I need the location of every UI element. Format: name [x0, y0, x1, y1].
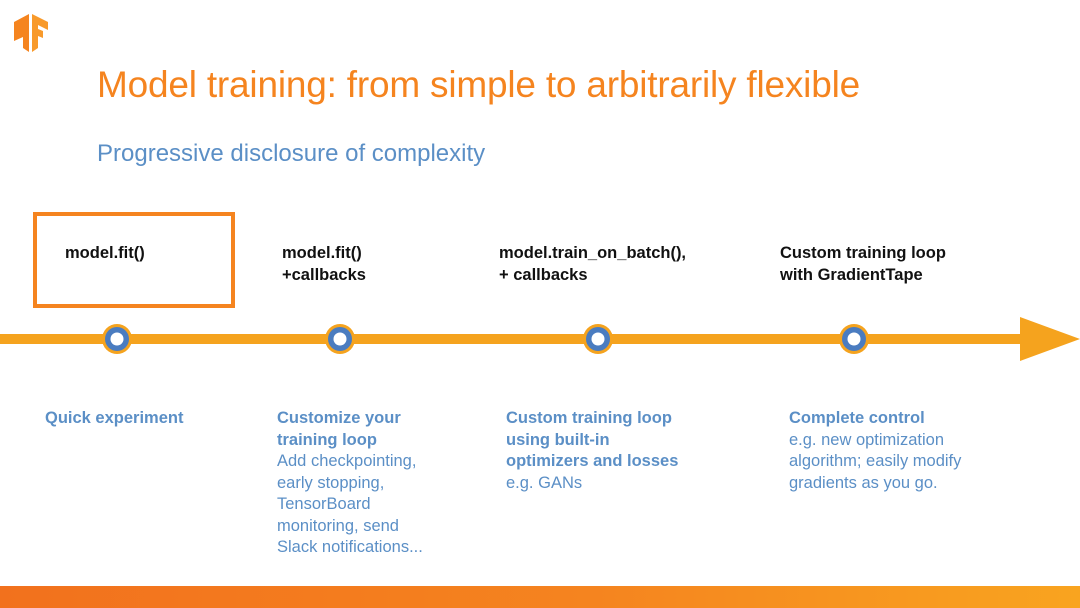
- stage-label-line: model.fit(): [282, 244, 362, 262]
- timeline-node: [325, 324, 355, 354]
- stage-label-line: with GradientTape: [780, 266, 923, 284]
- slide-subtitle: Progressive disclosure of complexity: [97, 140, 486, 167]
- arrow-head-icon: [1020, 317, 1080, 361]
- stage-label-line: model.train_on_batch(),: [499, 244, 687, 262]
- tensorflow-logo: [14, 14, 48, 52]
- stage-label-fit-callbacks: model.fit() +callbacks: [282, 242, 366, 286]
- description-body: early stopping,: [277, 473, 385, 492]
- stage-label-fit: model.fit(): [65, 242, 145, 264]
- description-quick-experiment: Quick experiment: [45, 408, 183, 430]
- timeline-node: [102, 324, 132, 354]
- timeline-node: [839, 324, 869, 354]
- description-body: e.g. new optimization: [789, 430, 945, 449]
- description-custom-loop-builtin: Custom training loop using built-in opti…: [506, 408, 678, 494]
- timeline-node: [583, 324, 613, 354]
- description-body: TensorBoard: [277, 495, 371, 513]
- bottom-accent-bar: [0, 586, 1080, 608]
- description-customize-loop: Customize your training loop Add checkpo…: [277, 408, 423, 559]
- stage-label-line: + callbacks: [499, 266, 588, 284]
- description-heading: training loop: [277, 430, 377, 449]
- stage-label-train-on-batch: model.train_on_batch(), + callbacks: [499, 242, 686, 286]
- highlight-box: [33, 212, 235, 308]
- stage-label-custom-loop: Custom training loop with GradientTape: [780, 242, 946, 286]
- slide-title: Model training: from simple to arbitrari…: [97, 64, 860, 105]
- stage-label-line: model.fit(): [65, 244, 145, 262]
- description-body: Add checkpointing,: [277, 452, 417, 470]
- description-heading: Quick experiment: [45, 409, 184, 427]
- stage-label-line: Custom training loop: [780, 244, 946, 262]
- description-heading: using built-in: [506, 430, 610, 449]
- description-body: monitoring, send: [277, 516, 399, 535]
- description-body: gradients as you go.: [789, 473, 938, 492]
- description-heading: Complete control: [789, 409, 925, 427]
- description-complete-control: Complete control e.g. new optimization a…: [789, 408, 961, 494]
- description-body: e.g. GANs: [506, 473, 583, 492]
- timeline-line: [0, 334, 1025, 344]
- timeline-arrow: [0, 317, 1080, 361]
- description-body: algorithm; easily modify: [789, 452, 962, 470]
- stage-label-line: +callbacks: [282, 266, 366, 284]
- description-heading: optimizers and losses: [506, 452, 679, 470]
- description-heading: Custom training loop: [506, 409, 672, 427]
- description-body: Slack notifications...: [277, 538, 423, 556]
- description-heading: Customize your: [277, 409, 401, 427]
